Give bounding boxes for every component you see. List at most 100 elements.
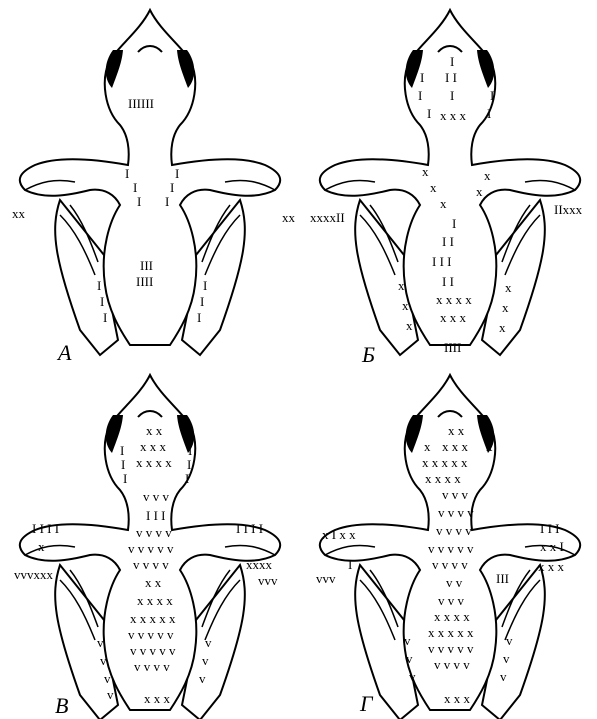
mark-row: x	[486, 439, 493, 454]
mark-row: v	[404, 633, 411, 648]
mark-row: x x x x	[136, 455, 172, 470]
mark-row: x x x	[442, 439, 469, 454]
mark-row: x	[440, 196, 447, 211]
mark-row: I	[487, 106, 491, 121]
marks-c: x x x x x x x x x I I I I I I v v v I I …	[14, 423, 278, 706]
mark-row: x x x x x	[428, 625, 474, 640]
mark-row: I	[418, 88, 422, 103]
mark-row: x	[476, 184, 483, 199]
mark-row: I	[97, 278, 101, 293]
mark-row: I	[188, 443, 192, 458]
mark-row: IIII	[444, 340, 461, 355]
mark-row: v	[97, 635, 104, 650]
panel-d: x x x x x x x x x x x x x x x x v v v v …	[316, 375, 580, 719]
mark-row: I	[450, 88, 454, 103]
mark-row: x	[484, 168, 491, 183]
mark-row: x	[398, 278, 405, 293]
mark-row: v	[104, 671, 111, 686]
mark-row: x x	[146, 423, 163, 438]
panel-b: I I I I I I I I I I x x x x x x x x I I …	[310, 10, 583, 367]
mark-row: I I	[442, 274, 454, 289]
mark-row: v	[100, 653, 107, 668]
mark-row: x x	[448, 423, 465, 438]
mark-row: v v v v v	[428, 541, 474, 556]
panel-label: А	[56, 340, 72, 365]
mark-row: v	[503, 651, 510, 666]
mark-row: v v v	[438, 593, 465, 608]
mark-row: I	[488, 70, 492, 85]
mark-row: x x x	[538, 559, 565, 574]
mark-row: v v v v	[133, 557, 169, 572]
mark-row: III	[140, 258, 153, 273]
mark-row: v v v v v	[130, 643, 176, 658]
mark-row: I	[123, 471, 127, 486]
mark-row: v	[409, 669, 416, 684]
mark-row: x	[505, 280, 512, 295]
mark-row: III	[496, 571, 509, 586]
mark-row: x	[430, 180, 437, 195]
mark-row: v v v v	[434, 657, 470, 672]
mark-row: I I	[445, 70, 457, 85]
mark-row: I	[175, 166, 179, 181]
mark-row: x	[402, 298, 409, 313]
mark-row: I	[490, 88, 494, 103]
mark-row: I I I I	[236, 521, 263, 536]
mark-row: x	[38, 539, 45, 554]
mark-row: I	[200, 294, 204, 309]
mark-row: I	[133, 180, 137, 195]
mark-row: v v v	[442, 487, 469, 502]
mark-row: IIxxx	[554, 202, 583, 217]
mark-row: x x x	[444, 691, 471, 706]
mark-row: vvvxxx	[14, 567, 54, 582]
mark-row: v v v v v	[128, 541, 174, 556]
panel-label: В	[55, 693, 68, 718]
mark-row: x x x x x	[130, 611, 176, 626]
mark-row: xx	[282, 210, 296, 225]
mark-row: x x	[145, 575, 162, 590]
mark-row: x x I	[540, 539, 564, 554]
mark-row: I I	[442, 234, 454, 249]
mark-row: I	[450, 54, 454, 69]
mark-row: x x x x x	[422, 455, 468, 470]
mark-row: v	[107, 687, 114, 702]
mark-row: v v v v v	[428, 641, 474, 656]
mark-row: IIII	[136, 274, 153, 289]
mark-row: I	[203, 278, 207, 293]
mark-row: I I I	[432, 254, 452, 269]
mark-row: v v v v	[136, 525, 172, 540]
mark-row: v	[500, 669, 507, 684]
mark-row: I	[137, 194, 141, 209]
mark-row: xxxx	[246, 557, 273, 572]
mark-row: I	[165, 194, 169, 209]
mark-row: I	[427, 106, 431, 121]
mark-row: xx	[12, 206, 26, 221]
panel-label: Г	[359, 691, 374, 716]
mark-row: v	[506, 633, 513, 648]
mark-row: x	[502, 300, 509, 315]
mark-row: v v v v v	[128, 627, 174, 642]
panel-label: Б	[361, 342, 375, 367]
mark-row: I	[185, 471, 189, 486]
mark-row: I	[100, 294, 104, 309]
mark-row: I	[187, 457, 191, 472]
mark-row: v v v v	[134, 659, 170, 674]
mark-row: x x x x	[434, 609, 470, 624]
mark-row: I	[170, 180, 174, 195]
panel-c: x x x x x x x x x I I I I I I v v v I I …	[14, 375, 280, 719]
mark-row: I	[452, 216, 456, 231]
mark-row: v v v v	[436, 523, 472, 538]
mark-row: I I I	[540, 521, 560, 536]
mark-row: x x x x	[137, 593, 173, 608]
mark-row: x x x	[440, 108, 467, 123]
mark-row: x x x	[144, 691, 171, 706]
mark-row: x x x x	[436, 292, 472, 307]
mark-row: I	[121, 457, 125, 472]
mark-row: v v	[446, 575, 463, 590]
panel-a: IIIIII I I I I I I III IIII I I I I I I …	[12, 10, 296, 365]
mark-row: x	[422, 164, 429, 179]
mark-row: v	[202, 653, 209, 668]
mark-row: x x x	[140, 439, 167, 454]
mark-row: I	[197, 310, 201, 325]
mark-row: x I x x	[322, 527, 356, 542]
